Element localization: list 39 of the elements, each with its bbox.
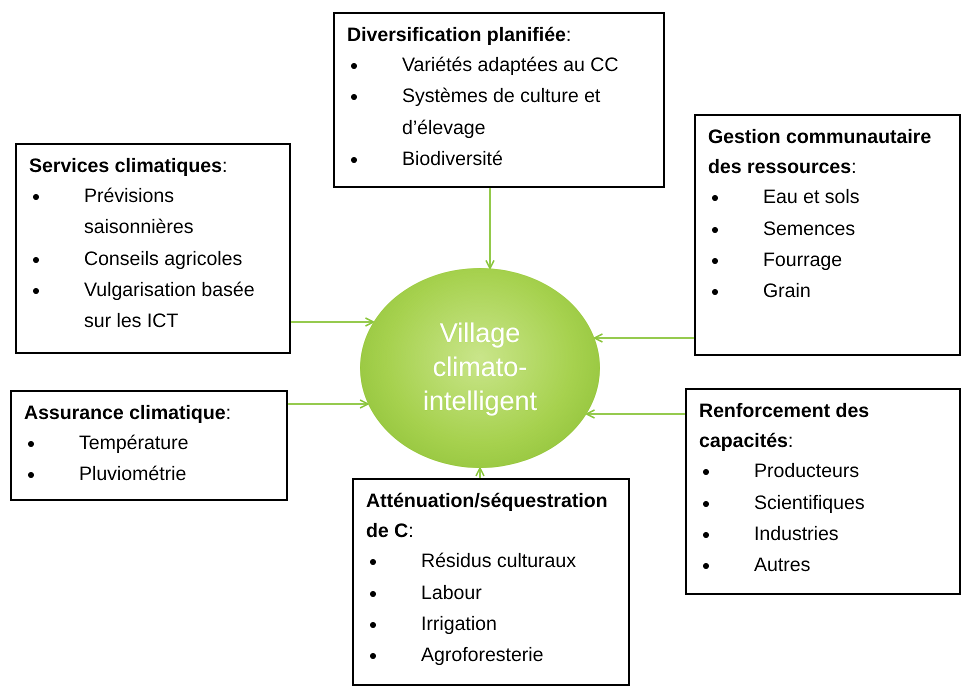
box-heading: Atténuation/séquestration de C:: [366, 489, 609, 544]
list-item: Autres: [754, 554, 810, 576]
list-item: Biodiversité: [402, 148, 503, 170]
topic-box: [685, 388, 961, 595]
list-item: Producteurs: [754, 460, 860, 482]
list-item: Labour: [421, 582, 482, 604]
list-item: Irrigation: [421, 612, 497, 635]
list-item: Résidus culturaux: [421, 550, 576, 572]
list-item: Semences: [763, 218, 856, 240]
arrow: [288, 399, 369, 409]
box-heading: Renforcement des capacités:: [699, 399, 870, 454]
list-item: Variétés adaptées au CC: [402, 54, 618, 76]
topic-box: [15, 143, 291, 354]
box-heading: Services climatiques:: [29, 154, 228, 179]
list-item: Industries: [754, 522, 839, 545]
list-item: Conseils agricoles: [84, 248, 242, 270]
arrow: [485, 188, 495, 270]
list-item: Fourrage: [763, 248, 842, 271]
arrow: [594, 333, 694, 343]
topic-box: [694, 114, 961, 356]
list-item: Grain: [763, 280, 811, 302]
arrow: [291, 317, 374, 327]
list-item: Scientifiques: [754, 492, 865, 514]
topic-box: [10, 390, 288, 501]
list-item: Agroforesterie: [421, 644, 544, 666]
topic-box: [333, 12, 665, 188]
topic-box: [352, 478, 630, 686]
arrow: [475, 467, 485, 478]
box-heading: Diversification planifiée:: [347, 23, 572, 48]
list-item: Vulgarisation basée sur les ICT: [84, 278, 255, 332]
box-heading: Gestion communautaire des ressources:: [708, 125, 932, 180]
center-title: Village climato-intelligent: [422, 317, 538, 418]
list-item: Systèmes de culture et d’élevage: [402, 85, 600, 139]
list-item: Pluviométrie: [79, 463, 186, 486]
list-item: Prévisions saisonnières: [84, 185, 194, 238]
list-item: Eau et sols: [763, 186, 860, 208]
box-heading: Assurance climatique:: [24, 401, 232, 426]
arrow: [586, 409, 685, 419]
list-item: Température: [79, 432, 188, 454]
